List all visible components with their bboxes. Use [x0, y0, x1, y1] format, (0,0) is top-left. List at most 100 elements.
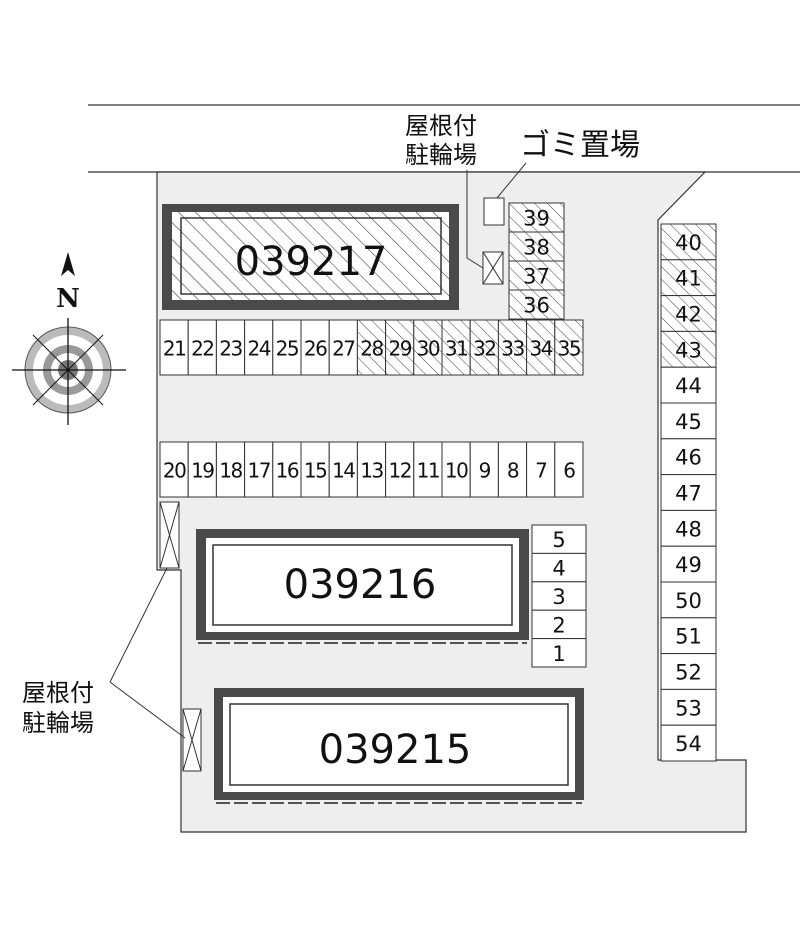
parking-stall-3: 3: [531, 581, 587, 611]
building-039217: 039217: [162, 204, 459, 310]
parking-stall-26: 26: [300, 319, 330, 376]
parking-stall-14: 14: [328, 441, 358, 498]
parking-stall-51: 51: [660, 617, 717, 655]
parking-stall-18: 18: [215, 441, 246, 498]
parking-stall-11: 11: [413, 441, 443, 498]
parking-stall-30: 30: [413, 319, 443, 376]
parking-stall-32: 32: [469, 319, 499, 376]
parking-stall-number: 18: [219, 459, 242, 483]
parking-stall-number: 48: [675, 517, 702, 541]
parking-stall-10: 10: [441, 441, 471, 498]
compass-icon: N: [12, 252, 126, 425]
parking-stall-17: 17: [244, 441, 274, 498]
parking-stall-44: 44: [660, 366, 717, 404]
bike-parking-top-label-line1: 屋根付: [405, 112, 477, 140]
bike-parking-left: [109, 501, 202, 772]
parking-stall-number: 23: [219, 337, 242, 361]
parking-stall-number: 50: [675, 589, 702, 613]
parking-stall-number: 40: [675, 231, 702, 255]
parking-stall-31: 31: [441, 319, 471, 376]
parking-stall-number: 43: [675, 338, 702, 362]
garbage-area-label: ゴミ置場: [520, 128, 640, 163]
parking-stall-40: 40: [660, 223, 717, 261]
parking-stall-1: 1: [531, 638, 587, 668]
parking-stall-number: 10: [445, 459, 468, 483]
parking-stall-number: 28: [360, 337, 383, 361]
parking-stall-number: 11: [417, 459, 439, 483]
parking-stall-number: 41: [675, 267, 702, 291]
bike-parking-left-label-line2: 駐輪場: [22, 709, 94, 737]
parking-stall-9: 9: [469, 441, 499, 498]
parking-stall-number: 9: [479, 459, 491, 483]
parking-stall-50: 50: [660, 581, 717, 619]
parking-stall-19: 19: [187, 441, 217, 498]
parking-stall-21: 21: [159, 319, 189, 376]
parking-stall-15: 15: [300, 441, 330, 498]
parking-stall-49: 49: [660, 545, 717, 583]
parking-stall-41: 41: [660, 259, 717, 297]
parking-stall-34: 34: [526, 319, 556, 376]
parking-stall-number: 45: [675, 410, 702, 434]
parking-stall-number: 39: [523, 207, 550, 231]
parking-stall-33: 33: [497, 319, 528, 376]
parking-stall-39: 39: [508, 202, 565, 233]
parking-stall-number: 52: [675, 661, 702, 685]
parking-stall-number: 51: [675, 625, 702, 649]
parking-stall-number: 1: [552, 642, 565, 666]
parking-stall-number: 16: [276, 459, 299, 483]
parking-stall-number: 4: [552, 557, 565, 581]
parking-stall-number: 38: [523, 236, 550, 260]
parking-stall-number: 22: [191, 337, 213, 361]
parking-stall-number: 31: [445, 337, 467, 361]
building-039216: 039216: [196, 529, 529, 644]
garbage-area: [483, 162, 527, 226]
parking-stall-38: 38: [508, 231, 565, 262]
parking-stall-45: 45: [660, 402, 717, 440]
parking-stall-8: 8: [497, 441, 528, 498]
parking-stall-number: 37: [523, 265, 550, 289]
parking-stall-number: 47: [675, 482, 702, 506]
parking-stall-number: 3: [552, 585, 565, 609]
parking-stall-23: 23: [215, 319, 246, 376]
parking-stall-number: 24: [247, 337, 270, 361]
parking-stall-28: 28: [356, 319, 387, 376]
parking-stall-47: 47: [660, 474, 717, 511]
parking-stall-54: 54: [660, 724, 717, 762]
parking-stall-number: 32: [473, 337, 495, 361]
parking-stall-52: 52: [660, 653, 717, 690]
parking-stall-27: 27: [328, 319, 358, 376]
parking-stall-number: 15: [304, 459, 326, 483]
building-039215: 039215: [214, 688, 584, 804]
bike-parking-top-label-line2: 駐輪場: [405, 141, 477, 169]
parking-stall-29: 29: [385, 319, 415, 376]
bike-parking-top: [466, 170, 504, 285]
parking-stall-number: 53: [675, 696, 702, 720]
bike-parking-left-label-line1: 屋根付: [22, 679, 94, 707]
parking-stall-2: 2: [531, 609, 587, 640]
parking-stall-number: 44: [675, 374, 702, 398]
parking-stall-number: 49: [675, 553, 702, 577]
parking-stall-number: 35: [558, 337, 580, 361]
parking-stall-number: 20: [163, 459, 186, 483]
parking-stall-24: 24: [244, 319, 274, 376]
parking-stall-36: 36: [508, 289, 565, 320]
parking-stall-number: 5: [552, 528, 565, 552]
parking-stall-number: 27: [332, 337, 355, 361]
compass-north-label: N: [56, 284, 80, 314]
parking-stall-number: 46: [675, 446, 702, 470]
parking-stall-number: 2: [552, 613, 565, 637]
parking-stall-number: 34: [529, 337, 552, 361]
parking-stall-number: 30: [417, 337, 440, 361]
parking-stall-number: 6: [563, 459, 575, 483]
parking-stall-16: 16: [272, 441, 302, 498]
parking-stall-number: 21: [163, 337, 185, 361]
parking-stall-number: 33: [501, 337, 524, 361]
parking-stall-53: 53: [660, 688, 717, 726]
parking-stall-37: 37: [508, 260, 565, 291]
parking-stack-right: 5 4 3 2 1: [531, 524, 587, 668]
